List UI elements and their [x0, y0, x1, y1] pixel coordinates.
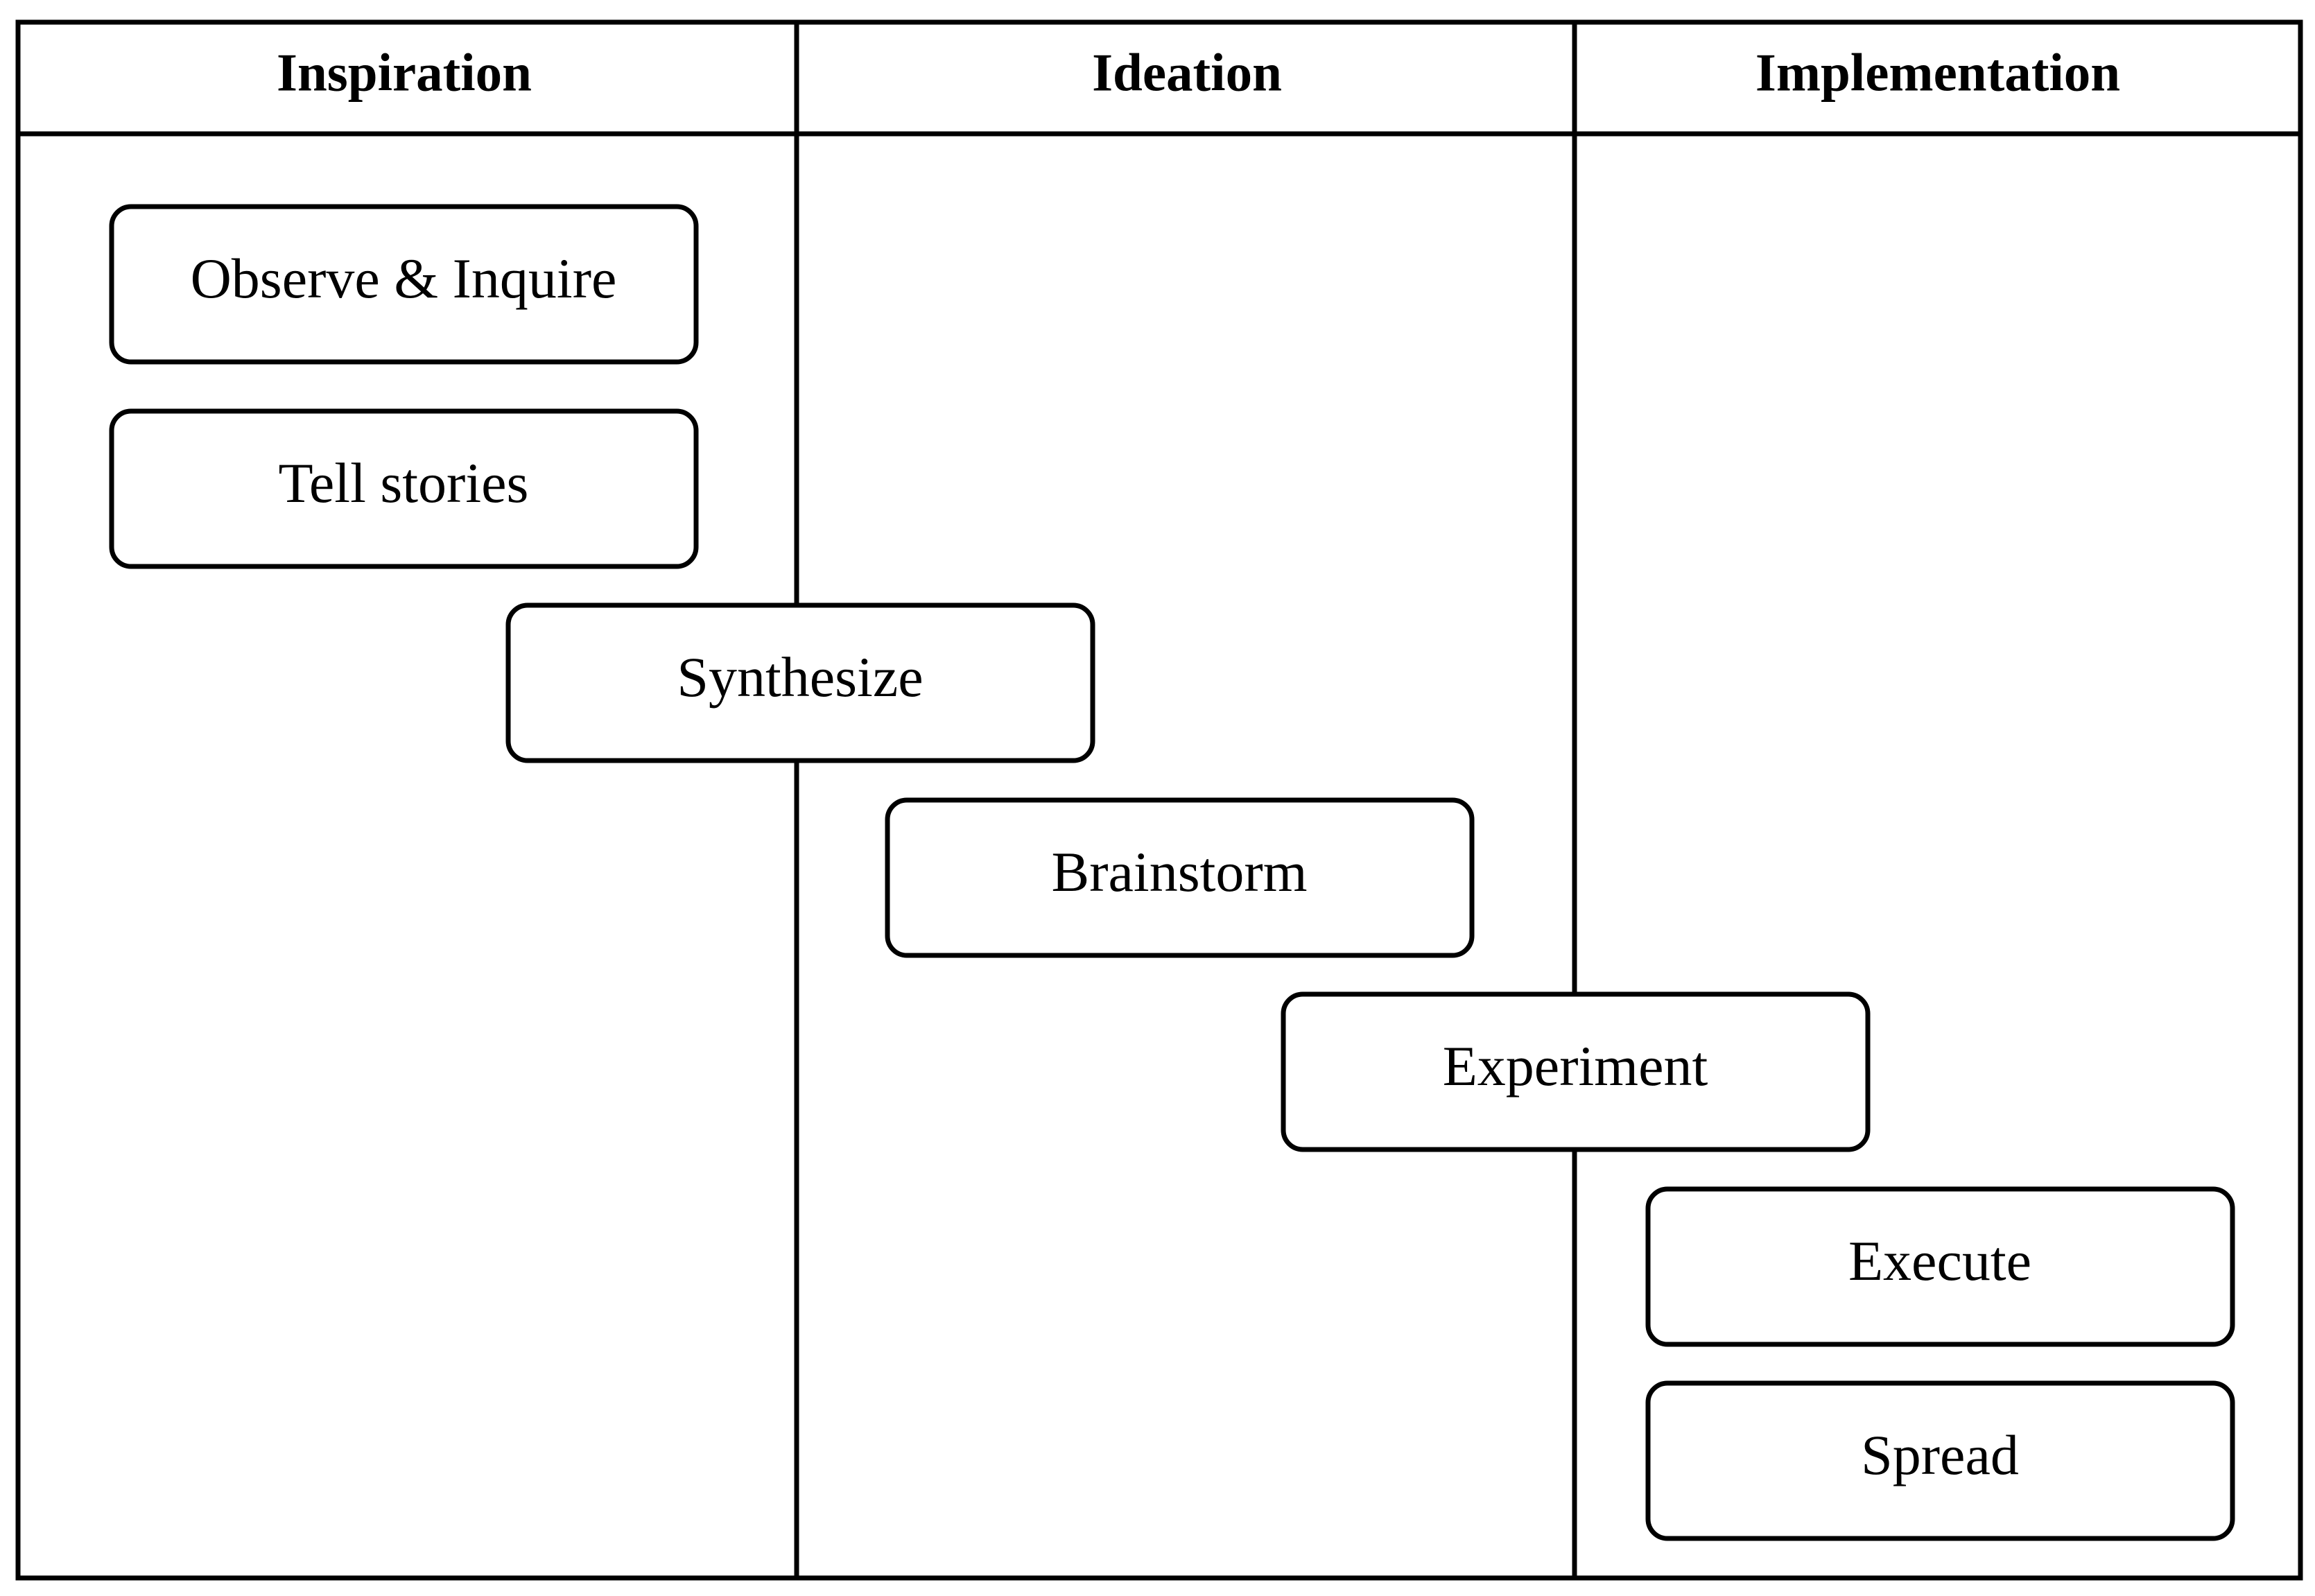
activity-box-execute: Execute	[1645, 1186, 2235, 1347]
diagram-frame	[15, 19, 2303, 1581]
activity-label: Observe & Inquire	[191, 247, 617, 310]
activity-label: Tell stories	[279, 451, 529, 514]
activity-label: Brainstorm	[1052, 840, 1308, 903]
activity-label: Spread	[1861, 1423, 2019, 1486]
column-header-inspiration: Inspiration	[277, 43, 532, 103]
activity-box-spread: Spread	[1645, 1380, 2235, 1541]
column-header-implementation: Implementation	[1755, 43, 2120, 103]
activity-label: Execute	[1848, 1229, 2031, 1292]
activity-box-brainstorm: Brainstorm	[885, 797, 1475, 958]
column-header-ideation: Ideation	[1092, 43, 1282, 103]
activity-box-tell-stories: Tell stories	[109, 408, 699, 569]
activity-box-observe-inquire: Observe & Inquire	[109, 204, 699, 365]
activity-box-experiment: Experiment	[1281, 991, 1871, 1152]
activity-label: Synthesize	[677, 645, 923, 709]
activity-label: Experiment	[1443, 1034, 1708, 1098]
activity-box-synthesize: Synthesize	[505, 602, 1095, 763]
